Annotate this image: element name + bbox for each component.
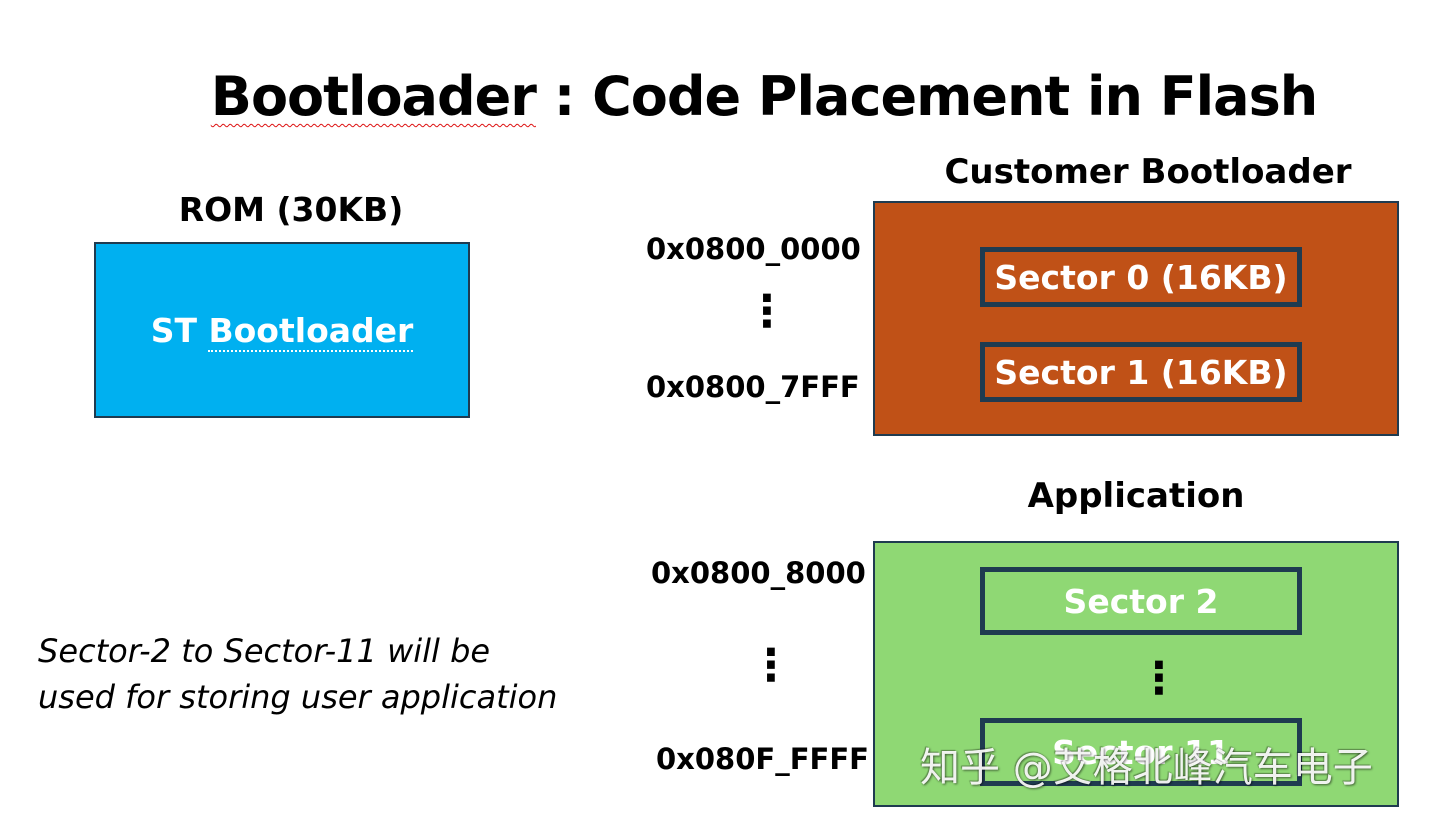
sector-2: Sector 2 (980, 567, 1302, 635)
rom-label: ROM (30KB) (178, 190, 404, 229)
address-app-end: 0x080F_FFFF (656, 742, 869, 776)
address-app-start: 0x0800_8000 (651, 556, 866, 590)
address-cust-end: 0x0800_7FFF (646, 370, 860, 404)
application-region: Sector 2 ⋮ Sector 11 (873, 541, 1399, 807)
rom-block: ST Bootloader (94, 242, 470, 418)
note-line-2: used for storing user application (38, 678, 558, 716)
watermark: 知乎 @艾格北峰汽车电子 (920, 745, 1373, 791)
st-bootloader-label: ST Bootloader (150, 310, 414, 352)
customer-bootloader-title: Customer Bootloader (944, 152, 1352, 192)
application-title: Application (1027, 476, 1245, 516)
title-bootloader-word: Bootloader (210, 65, 537, 128)
st-bootloader-word: Bootloader (208, 310, 414, 352)
sector-0: Sector 0 (16KB) (980, 247, 1302, 307)
note-line-1: Sector-2 to Sector-11 will be (38, 632, 491, 670)
title-rest: : Code Placement in Flash (535, 65, 1319, 128)
st-bootloader-prefix: ST (150, 310, 209, 350)
vertical-ellipsis-icon: ⋮ (749, 640, 793, 691)
sector-usage-note: Sector-2 to Sector-11 will be used for s… (38, 628, 618, 720)
sector-11: Sector 11 (980, 718, 1302, 786)
address-cust-start: 0x0800_0000 (646, 232, 861, 266)
vertical-ellipsis-icon: ⋮ (1137, 653, 1181, 704)
customer-bootloader-region: Sector 0 (16KB) Sector 1 (16KB) (873, 201, 1399, 436)
vertical-ellipsis-icon: ⋮ (745, 286, 789, 337)
sector-1: Sector 1 (16KB) (980, 342, 1302, 402)
page-title: Bootloader : Code Placement in Flash (0, 62, 1440, 132)
